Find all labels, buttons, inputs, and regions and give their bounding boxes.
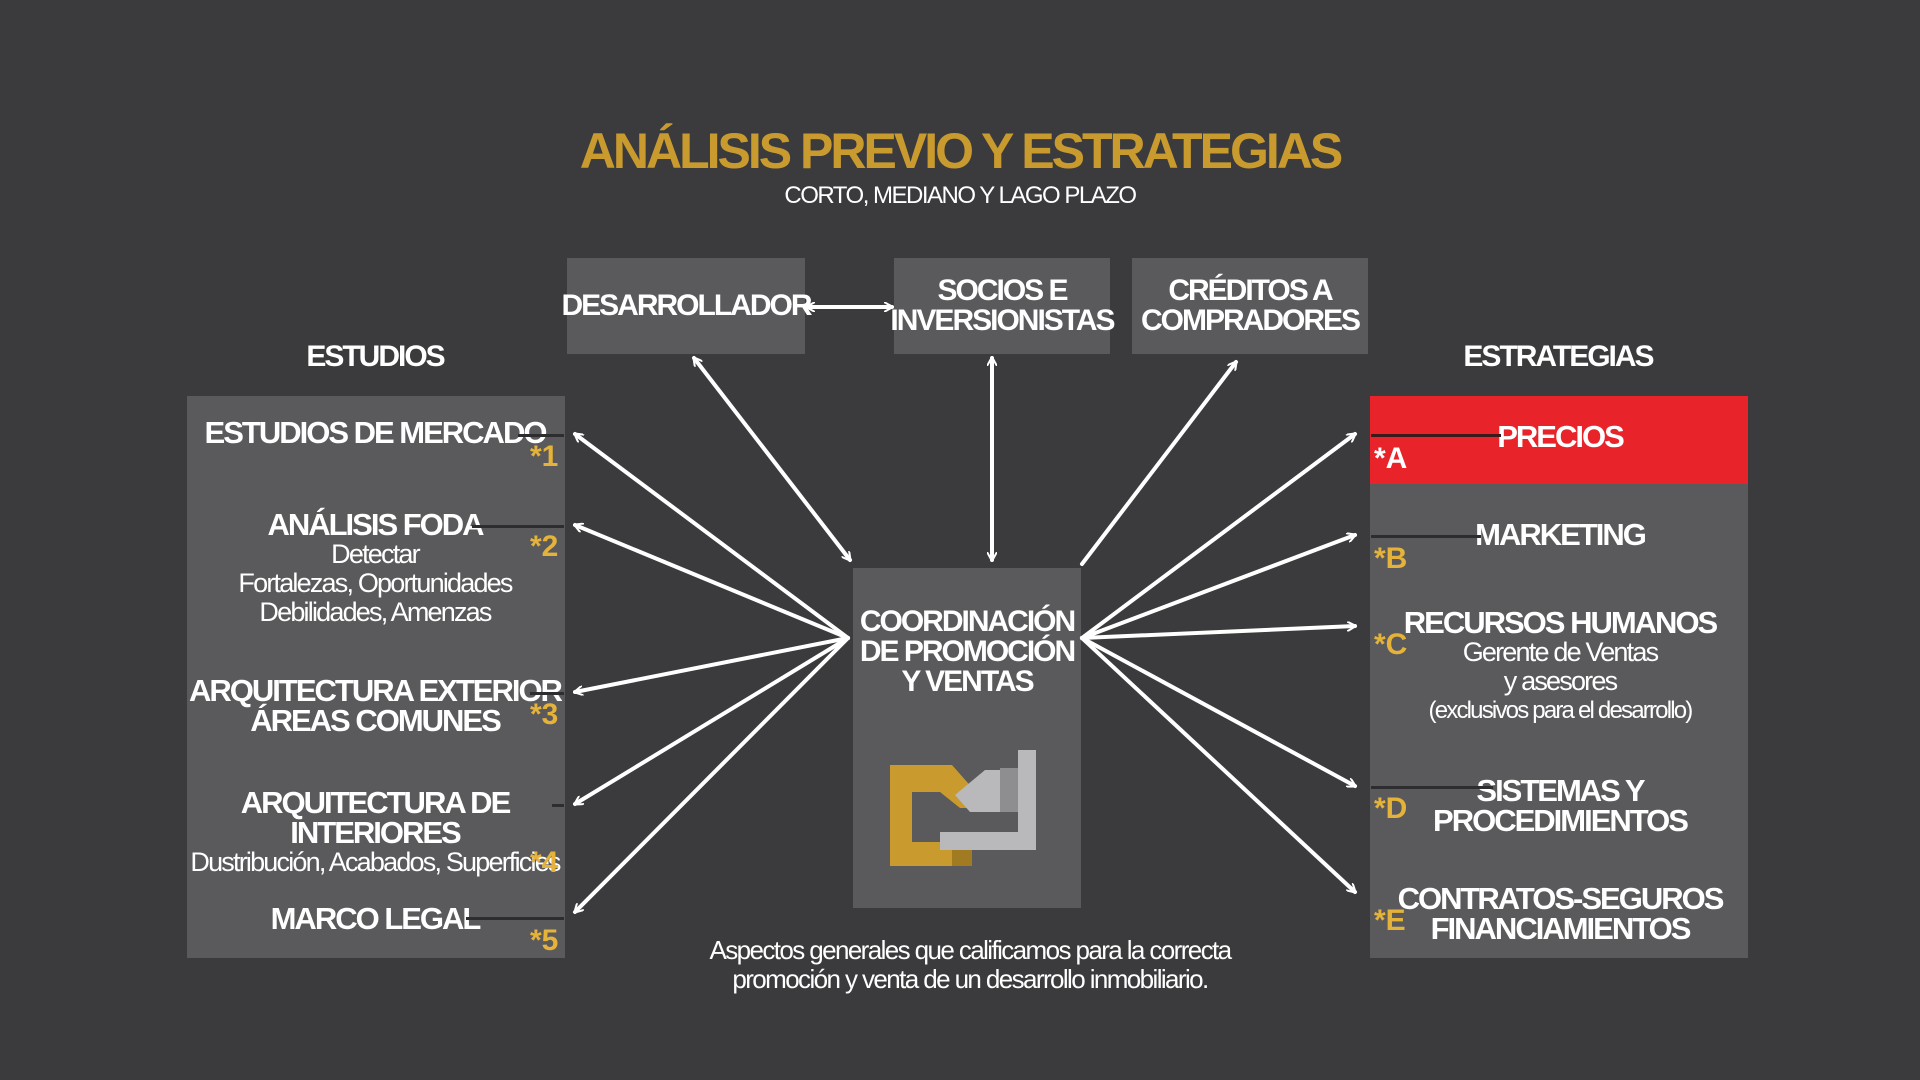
prices-highlight <box>1370 396 1748 484</box>
strategies-heading: ESTRATEGIAS <box>1463 340 1654 373</box>
study-legal: MARCO LEGAL <box>187 901 563 936</box>
study-swot: ANÁLISIS FODA Detectar Fortalezas, Oport… <box>187 507 563 627</box>
credits-label-line1: CRÉDITOS A <box>1168 274 1333 307</box>
connector-line <box>1371 786 1493 789</box>
study-market-mark: *1 <box>530 440 559 473</box>
strategy-systems-title-line1: SISTEMAS Y <box>1476 773 1645 808</box>
developer-box: DESARROLLADOR <box>562 258 813 354</box>
strategy-prices-title: PRECIOS <box>1497 419 1625 454</box>
caption-line2: promoción y venta de un desarrollo inmob… <box>732 964 1209 994</box>
buyer-credits-box: CRÉDITOS A COMPRADORES <box>1132 258 1368 354</box>
study-market: ESTUDIOS DE MERCADO <box>187 415 563 450</box>
arrow-to-marketing <box>1080 535 1355 640</box>
strategy-systems-mark: *D <box>1374 792 1408 825</box>
study-interior-title: ARQUITECTURA DE INTERIORES <box>240 785 512 850</box>
arrow-center-credits <box>1080 362 1238 566</box>
study-swot-mark: *2 <box>530 530 559 563</box>
strategy-hr-detail: (exclusivos para el desarrollo) <box>1428 697 1694 724</box>
arrow-to-hr <box>1080 626 1355 640</box>
studies-heading: ESTUDIOS <box>306 340 445 373</box>
connector-line <box>518 434 564 437</box>
study-exterior-title-line2: ÁREAS COMUNES <box>250 703 502 738</box>
strategy-hr-detail: Gerente de Ventas <box>1462 637 1659 667</box>
strategy-contracts-title-line2: FINANCIAMIENTOS <box>1430 911 1692 946</box>
arrow-to-exterior <box>575 636 850 692</box>
arrow-to-interior <box>575 636 850 806</box>
strategy-contracts-title-line1: CONTRATOS-SEGUROS <box>1397 881 1725 916</box>
connector-line <box>1371 535 1481 538</box>
coordination-line2: DE PROMOCIÓN <box>859 635 1076 668</box>
study-legal-mark: *5 <box>530 924 559 957</box>
connector-line <box>466 917 564 920</box>
strategy-hr-mark: *C <box>1374 628 1408 661</box>
arrow-to-prices <box>1080 432 1355 640</box>
connector-line <box>530 692 564 695</box>
credits-label-line2: COMPRADORES <box>1140 304 1361 337</box>
connector-line <box>472 525 564 528</box>
partners-label-line1: SOCIOS E <box>937 274 1068 307</box>
arrow-to-swot <box>575 525 850 640</box>
strategy-contracts: CONTRATOS-SEGUROS FINANCIAMIENTOS <box>1380 881 1740 946</box>
strategy-marketing-mark: *B <box>1374 542 1408 575</box>
partners-label-line2: INVERSIONISTAS <box>890 304 1115 337</box>
studies-panel <box>187 396 565 958</box>
developer-label: DESARROLLADOR <box>561 289 813 322</box>
strategy-systems: SISTEMAS Y PROCEDIMIENTOS <box>1380 773 1740 838</box>
arrow-to-legal <box>575 636 850 912</box>
coordination-line1: COORDINACIÓN <box>859 605 1076 638</box>
study-exterior-mark: *3 <box>530 698 559 731</box>
cn-logo-icon <box>890 750 1036 866</box>
study-swot-detail: Fortalezas, Oportunidades <box>238 568 513 598</box>
study-interior-detail: Dustribución, Acabados, Superficies <box>190 847 561 877</box>
strategies-panel <box>1370 396 1748 958</box>
study-interior-architecture: ARQUITECTURA DE INTERIORES Dustribución,… <box>187 785 563 877</box>
study-market-title: ESTUDIOS DE MERCADO <box>204 415 548 450</box>
caption-line1: Aspectos generales que calificamos para … <box>709 935 1232 965</box>
study-exterior-title-line1: ARQUITECTURA EXTERIOR <box>189 673 563 708</box>
connector-line <box>1371 434 1501 437</box>
study-swot-detail: Detectar <box>331 539 420 569</box>
strategy-systems-title-line2: PROCEDIMIENTOS <box>1433 803 1689 838</box>
footer-caption: Aspectos generales que calificamos para … <box>660 936 1280 994</box>
study-swot-title: ANÁLISIS FODA <box>267 507 484 542</box>
arrow-to-market-study <box>575 432 850 640</box>
study-legal-title: MARCO LEGAL <box>270 901 482 936</box>
study-swot-detail: Debilidades, Amenzas <box>259 597 492 627</box>
arrow-to-systems <box>1080 636 1355 788</box>
partners-investors-box: SOCIOS E INVERSIONISTAS <box>890 258 1116 354</box>
study-exterior-architecture: ARQUITECTURA EXTERIOR ÁREAS COMUNES <box>187 673 563 738</box>
arrow-developer-center <box>692 358 852 560</box>
strategy-human-resources: RECURSOS HUMANOS Gerente de Ventas y ase… <box>1380 605 1740 725</box>
strategy-hr-detail: y asesores <box>1503 666 1618 696</box>
study-interior-mark: *4 <box>530 846 559 879</box>
strategy-hr-title: RECURSOS HUMANOS <box>1403 605 1718 640</box>
arrow-to-contracts <box>1080 636 1355 892</box>
connector-line <box>552 804 564 807</box>
strategy-contracts-mark: *E <box>1374 904 1406 937</box>
strategy-prices: PRECIOS <box>1380 419 1740 454</box>
strategy-marketing: MARKETING <box>1380 517 1740 552</box>
coordination-line3: Y VENTAS <box>901 665 1034 698</box>
strategy-prices-mark: *A <box>1374 442 1408 475</box>
page-title: ANÁLISIS PREVIO Y ESTRATEGIAS <box>579 123 1343 179</box>
page-subtitle: CORTO, MEDIANO Y LAGO PLAZO <box>784 182 1137 209</box>
strategy-marketing-title: MARKETING <box>1475 517 1647 552</box>
coordination-label: COORDINACIÓN DE PROMOCIÓN Y VENTAS <box>853 607 1081 697</box>
